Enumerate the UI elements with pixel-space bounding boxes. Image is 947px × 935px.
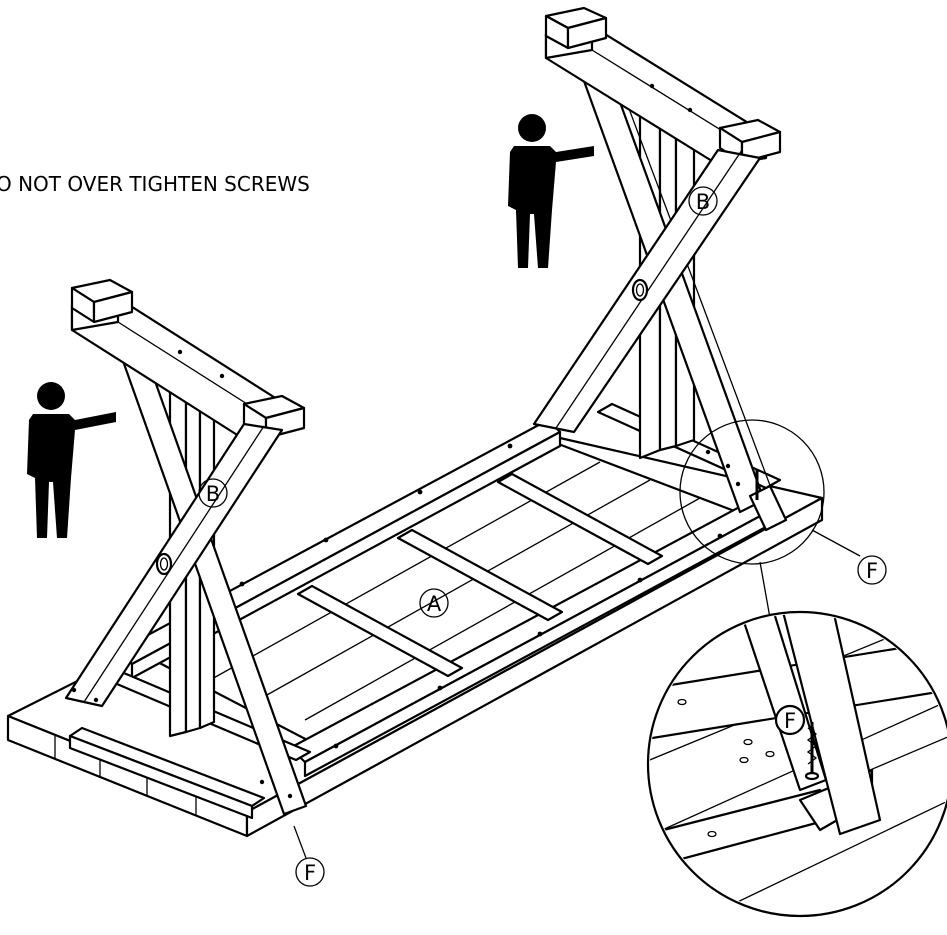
part-label-b-right: B xyxy=(688,186,718,216)
svg-text:F: F xyxy=(866,559,878,583)
svg-text:A: A xyxy=(427,592,442,616)
leg-assembly-left xyxy=(64,278,308,816)
apron-frame-a xyxy=(96,402,782,778)
part-label-f-right: F xyxy=(857,555,887,585)
svg-text:B: B xyxy=(696,190,710,214)
pointing-person-icon xyxy=(508,114,594,268)
svg-text:F: F xyxy=(784,709,796,733)
svg-text:F: F xyxy=(304,861,316,885)
part-label-b-left: B xyxy=(198,478,228,508)
detail-zoom-circle xyxy=(679,419,825,565)
svg-text:B: B xyxy=(206,482,220,506)
part-label-f-detail: F xyxy=(774,704,806,736)
part-label-a: A xyxy=(419,588,449,618)
detail-callout xyxy=(646,419,947,918)
instruction-caption: O NOT OVER TIGHTEN SCREWS xyxy=(0,172,310,196)
end-rail xyxy=(68,726,266,820)
pointing-person-icon xyxy=(27,382,116,538)
leg-assembly-right xyxy=(532,6,788,532)
part-label-f-left: F xyxy=(293,825,325,887)
